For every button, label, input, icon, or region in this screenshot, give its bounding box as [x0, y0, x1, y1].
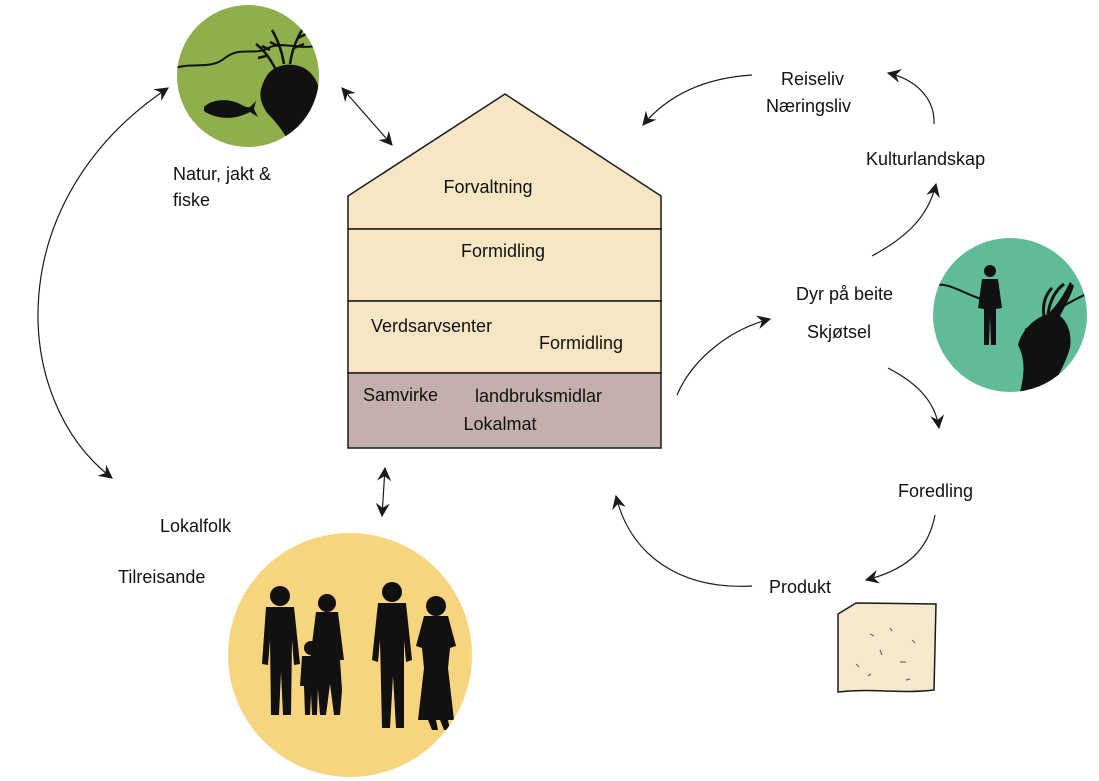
cheese-icon — [837, 602, 937, 693]
processing-label: Foredling — [898, 481, 974, 501]
house-level-verdsarvsenter — [347, 300, 662, 374]
fish-icon — [204, 100, 258, 118]
house-base-left-label: Samvirke — [363, 385, 439, 405]
house-base-right-label: landbruksmidlar — [475, 386, 603, 406]
tourism-label-line2: Næringsliv — [766, 96, 852, 116]
cultural-landscape-label: Kulturlandskap — [866, 149, 986, 169]
house-level-formidling — [347, 228, 662, 302]
arrow-landscape-tourism — [886, 69, 935, 125]
locals-label: Lokalfolk — [160, 516, 232, 536]
grazing-circle — [933, 238, 1087, 392]
visitors-label: Tilreisande — [118, 567, 206, 587]
arrow-processing-product — [864, 514, 936, 584]
goat-icon — [1018, 282, 1074, 392]
house-base-lokalmat — [347, 372, 662, 449]
nature-circle — [177, 5, 319, 147]
house-roof-label: Forvaltning — [443, 177, 533, 197]
product-label: Produkt — [769, 577, 832, 597]
house — [347, 93, 662, 449]
arrow-care-processing — [887, 367, 945, 430]
house-level3-left-label: Verdsarvsenter — [371, 316, 493, 336]
arrows — [37, 69, 945, 587]
people-circle — [228, 533, 472, 777]
arrow-tourism-house — [642, 74, 753, 126]
arrow-product-house — [612, 494, 753, 587]
nature-label: Natur, jakt & fiske — [173, 164, 272, 210]
arrow-people-house — [375, 466, 392, 518]
house-level3-right-label: Formidling — [539, 333, 624, 353]
family-silhouette-icon — [262, 582, 456, 730]
arrow-grazing-landscape — [871, 182, 940, 257]
care-label: Skjøtsel — [807, 322, 872, 342]
person-silhouette-icon — [978, 265, 1002, 345]
grazing-label: Dyr på beite — [796, 284, 894, 304]
house-base-bottom-label: Lokalmat — [463, 414, 537, 434]
arrow-nature-people — [37, 87, 169, 479]
arrow-nature-house — [341, 87, 393, 146]
house-roof — [347, 93, 662, 230]
house-level2-label: Formidling — [460, 241, 546, 261]
arrow-house-grazing — [676, 315, 772, 396]
tourism-label-line1: Reiseliv — [781, 69, 845, 89]
